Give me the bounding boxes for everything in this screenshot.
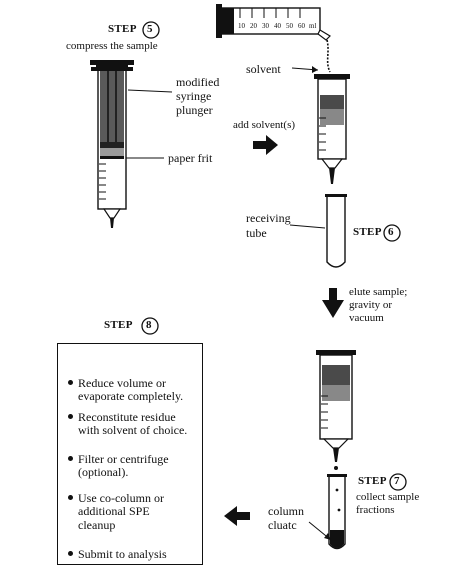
cylinder-mark: 50 [286,22,294,30]
list-item-line: with solvent of choice. [78,423,188,438]
step7-caption-line2: fractions [356,504,395,516]
frit-label: paper frit [168,151,213,165]
step5-syringe [90,60,134,228]
cylinder-mark: 40 [274,22,282,30]
list-item: Reconstitute residue with solvent of cho… [68,410,188,438]
plunger-label-line1: modified [176,75,220,89]
bullet-icon [68,414,73,419]
list-item-line: cleanup [78,517,116,532]
receiving-tube [325,194,347,268]
step6-circle [383,224,401,242]
step5-label: STEP [108,23,137,35]
list-item-line: Reduce volume or [78,376,166,390]
step5-circle [142,21,160,39]
list-item-line: Use co-column or [78,491,164,505]
down-arrow-icon [322,288,344,318]
step8-number: 8 [146,319,152,331]
step8-circle [141,317,159,335]
eluate-label-line2: cluatc [268,518,297,532]
left-arrow-icon [224,506,250,526]
elute-label-line3: vacuum [349,312,384,324]
step6-label: STEP [353,226,382,238]
add-solvent-label: add solvent(s) [233,119,296,131]
step7-number: 7 [394,475,400,487]
step6-number: 6 [388,226,394,238]
step5-caption: compress the sample [66,40,158,52]
cylinder-mark: 60 [298,22,306,30]
list-item: Use co-column or additional SPE cleanup [68,491,164,532]
cylinder-mark: 20 [250,22,258,30]
right-arrow-icon [253,135,278,155]
collection-tube [327,474,347,550]
cylinder-mark: ml [309,22,316,30]
step7-caption-line1: collect sample [356,491,420,503]
list-item: Filter or centrifuge (optional). [68,452,169,480]
solvent-stream [326,39,331,73]
step7-label: STEP [358,475,387,487]
bullet-icon [68,456,73,461]
plunger-label-line2: syringe [176,89,212,103]
receiving-tube-label-line2: tube [246,226,267,240]
plunger-label-line3: plunger [176,103,213,117]
list-item-line: Reconstitute residue [78,410,176,424]
plunger-pointer-line [127,89,173,93]
solvent-label: solvent [246,62,281,76]
step8-label: STEP [104,319,133,331]
step8-box: Reduce volume or evaporate completely. R… [57,343,203,565]
step7-column [316,350,356,470]
list-item-line: Filter or centrifuge [78,452,169,466]
elute-label-line1: elute sample; [349,286,408,298]
list-item-line: Submit to analysis [78,547,167,561]
tube-pointer-line [289,224,326,229]
receiving-tube-label-line1: receiving [246,211,291,225]
list-item-line: (optional). [78,465,129,480]
cylinder-marks: 10 20 30 40 50 60 ml [238,22,316,30]
bullet-icon [68,495,73,500]
list-item-line: evaporate completely. [78,389,184,404]
step5-number: 5 [147,23,153,35]
elute-label-line2: gravity or [349,299,393,311]
list-item: Reduce volume or evaporate completely. [68,376,184,404]
step6-column [314,74,350,184]
cylinder-mark: 30 [262,22,270,30]
cylinder-mark: 10 [238,22,246,30]
bullet-icon [68,551,73,556]
list-item: Submit to analysis [68,547,167,561]
bullet-icon [68,380,73,385]
eluate-label-line1: column [268,504,304,518]
list-item-line: additional SPE [78,504,150,519]
step7-circle [389,473,407,491]
graduated-cylinder [216,4,331,41]
